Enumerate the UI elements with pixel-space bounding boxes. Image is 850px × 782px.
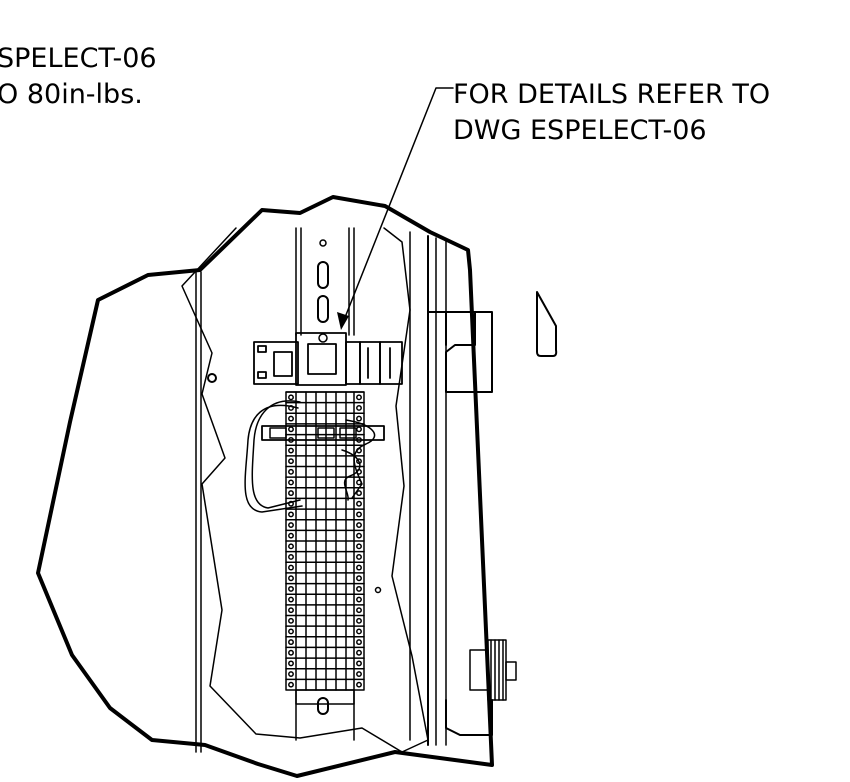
terminal-screw bbox=[356, 660, 362, 667]
terminal-screw bbox=[288, 628, 294, 635]
terminal-screw bbox=[288, 511, 294, 518]
terminal-screw bbox=[356, 468, 362, 475]
terminal-screw bbox=[356, 522, 362, 528]
rail-slot bbox=[317, 261, 329, 289]
terminal-screw bbox=[288, 522, 294, 528]
terminal-screw bbox=[288, 458, 294, 465]
terminal-screw bbox=[356, 639, 362, 646]
terminal-screw bbox=[356, 490, 362, 497]
terminal-screw bbox=[356, 532, 362, 539]
terminal-screw bbox=[288, 575, 294, 582]
terminal-screw bbox=[356, 394, 362, 401]
terminal-screw bbox=[356, 564, 362, 571]
terminal-screw bbox=[288, 554, 294, 560]
terminal-screw bbox=[288, 394, 294, 401]
terminal-screw bbox=[356, 617, 362, 624]
terminal-screw bbox=[288, 596, 294, 603]
note-left: SPELECT-06 O 80in-lbs. bbox=[0, 41, 157, 113]
terminal-screw bbox=[356, 436, 362, 443]
terminal-screw bbox=[356, 511, 362, 518]
terminal-screw bbox=[288, 479, 294, 486]
terminal-screw bbox=[288, 405, 294, 411]
terminal-screw bbox=[356, 575, 362, 582]
terminal-screw bbox=[288, 436, 294, 443]
terminal-screw bbox=[356, 458, 362, 465]
terminal-screw bbox=[288, 617, 294, 624]
note-left-line2: O 80in-lbs. bbox=[0, 79, 143, 110]
wall-screw bbox=[207, 373, 217, 383]
terminal-screw bbox=[288, 426, 294, 433]
terminal-screw bbox=[356, 585, 362, 592]
terminal-screw bbox=[356, 415, 362, 422]
terminal-screw bbox=[356, 479, 362, 486]
terminal-block-stack bbox=[285, 391, 365, 705]
terminal-screw bbox=[288, 490, 294, 497]
terminal-screw bbox=[356, 649, 362, 656]
terminal-screw bbox=[288, 543, 294, 550]
fuse-holder bbox=[261, 425, 385, 441]
terminal-screw bbox=[356, 405, 362, 411]
bottom-bracket bbox=[445, 699, 493, 736]
inner-break-line bbox=[181, 227, 429, 753]
terminal-screw bbox=[356, 607, 362, 614]
terminal-screw bbox=[288, 607, 294, 614]
terminal-screw bbox=[288, 564, 294, 571]
terminal-screw bbox=[356, 628, 362, 635]
cutaway-boundary bbox=[36, 195, 494, 778]
terminal-screw bbox=[356, 447, 362, 454]
terminal-screw bbox=[288, 500, 294, 507]
terminal-screw bbox=[288, 415, 294, 422]
terminal-screw bbox=[356, 681, 362, 688]
note-right-line1: FOR DETAILS REFER TO bbox=[453, 79, 771, 110]
terminal-screw bbox=[288, 649, 294, 656]
terminal-screw bbox=[356, 671, 362, 677]
terminal-screw bbox=[356, 554, 362, 560]
terminal-screw bbox=[356, 426, 362, 433]
terminal-screw bbox=[288, 660, 294, 667]
terminal-screw bbox=[356, 500, 362, 507]
note-right: FOR DETAILS REFER TO DWG ESPELECT-06 bbox=[453, 77, 770, 149]
terminal-screw bbox=[356, 596, 362, 603]
note-right-line2: DWG ESPELECT-06 bbox=[453, 115, 707, 146]
leader-arrowhead bbox=[337, 312, 349, 330]
side-tab bbox=[536, 291, 558, 357]
terminal-screw bbox=[288, 639, 294, 646]
terminal-screw bbox=[356, 543, 362, 550]
relay-row bbox=[253, 332, 403, 386]
cable-gland bbox=[469, 639, 517, 701]
terminal-screw bbox=[288, 671, 294, 677]
terminal-screw bbox=[288, 585, 294, 592]
terminal-screw bbox=[288, 447, 294, 454]
terminal-screw bbox=[288, 532, 294, 539]
door-latch bbox=[427, 311, 493, 393]
terminal-screw bbox=[288, 681, 294, 688]
note-left-line1: SPELECT-06 bbox=[0, 43, 157, 74]
terminal-screw bbox=[288, 468, 294, 475]
leader-line bbox=[341, 87, 454, 326]
